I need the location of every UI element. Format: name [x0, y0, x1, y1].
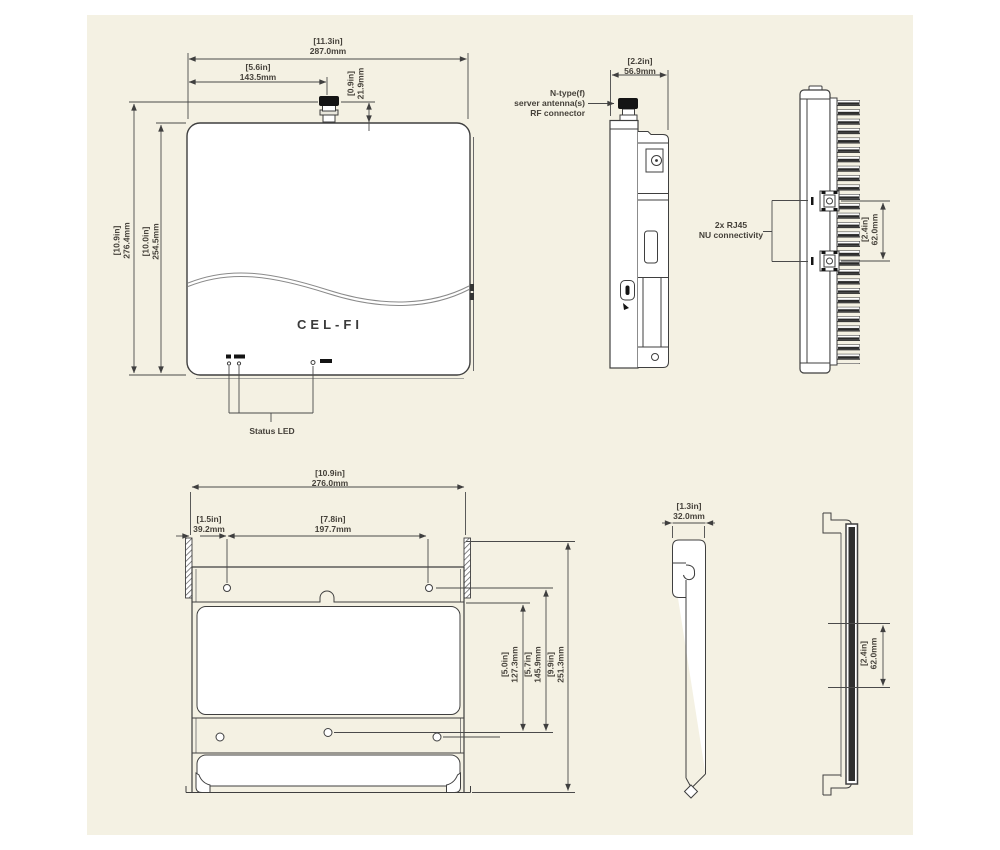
side-view-drawing — [588, 70, 669, 369]
dim-bracket-side-depth: [1.3in]32.0mm — [673, 501, 705, 521]
heatsink-fins — [837, 100, 860, 364]
bracket-front-dimension-lines — [176, 484, 575, 793]
dim-bracket-hole-height: [5.7in]145.9mm — [522, 646, 542, 683]
rear-view-dimension-lines — [841, 200, 890, 262]
dim-rear-port-spacing: [2.4in]62.0mm — [859, 213, 879, 246]
bracket-front-drawing — [176, 484, 575, 793]
dim-bracket-hole-spacing: [7.8in]197.7mm — [314, 514, 352, 534]
dim-bracket-overall-height: [9.9in]251.3mm — [545, 646, 565, 683]
front-view-dimension-lines — [129, 53, 469, 376]
rf-connector-label: N-type(f) server antenna(s) RF connector — [514, 88, 585, 119]
bracket-foot-tip — [683, 784, 699, 799]
device-body-side — [609, 119, 639, 369]
rj45-leader — [763, 200, 808, 262]
dim-bracket-overall-width: [10.9in]276.0mm — [311, 468, 349, 488]
rear-view-drawing — [763, 85, 890, 374]
bracket-foot-left — [195, 772, 211, 793]
device-body-front — [186, 122, 471, 376]
dim-bracket-hole-offset: [1.5in]39.2mm — [193, 514, 225, 534]
front-view-drawing — [129, 53, 474, 422]
rj45-port-bottom — [819, 250, 840, 272]
n-connector-side — [618, 98, 638, 121]
keyhole-slot — [620, 280, 635, 310]
bracket-flange-left — [185, 537, 193, 599]
bracket-hook — [672, 563, 687, 598]
device-body-rear — [799, 89, 831, 374]
dim-front-overall-height: [10.9in]276.4mm — [111, 222, 131, 259]
rj45-label: 2x RJ45 NU connectivity — [698, 220, 764, 241]
bracket-side-drawing — [662, 520, 715, 799]
n-connector-front — [319, 96, 339, 123]
status-led-markers — [226, 354, 332, 363]
dim-side-depth: [2.2in]56.9mm — [624, 56, 656, 76]
side-view-dimension-lines — [588, 70, 669, 130]
bracket-foot-right — [446, 772, 461, 793]
dim-front-connector-offset: [5.6in]143.5mm — [239, 62, 277, 82]
bracket-edge-drawing — [822, 512, 890, 796]
brand-logo: CEL-FI — [297, 317, 363, 332]
dim-front-overall-width: [11.3in]287.0mm — [309, 36, 347, 56]
dim-front-body-height: [10.0in]254.5mm — [140, 223, 160, 260]
bracket-flange-right — [463, 537, 471, 599]
status-led-leader — [228, 366, 314, 422]
dim-front-connector-height: [0.9in]21.9mm — [345, 67, 365, 100]
heatsink-base — [829, 97, 838, 366]
side-tab — [469, 284, 474, 291]
bracket-side-dimension-lines — [662, 520, 715, 538]
dim-bracket-inner-height: [5.0in]127.3mm — [499, 646, 519, 683]
rj45-port-top — [819, 190, 840, 212]
bracket-edge-dimension-lines — [828, 623, 890, 688]
wave-graphic — [187, 272, 470, 306]
status-led-label: Status LED — [249, 426, 295, 436]
dim-bracket-edge-spacing: [2.4in]62.0mm — [858, 637, 878, 670]
